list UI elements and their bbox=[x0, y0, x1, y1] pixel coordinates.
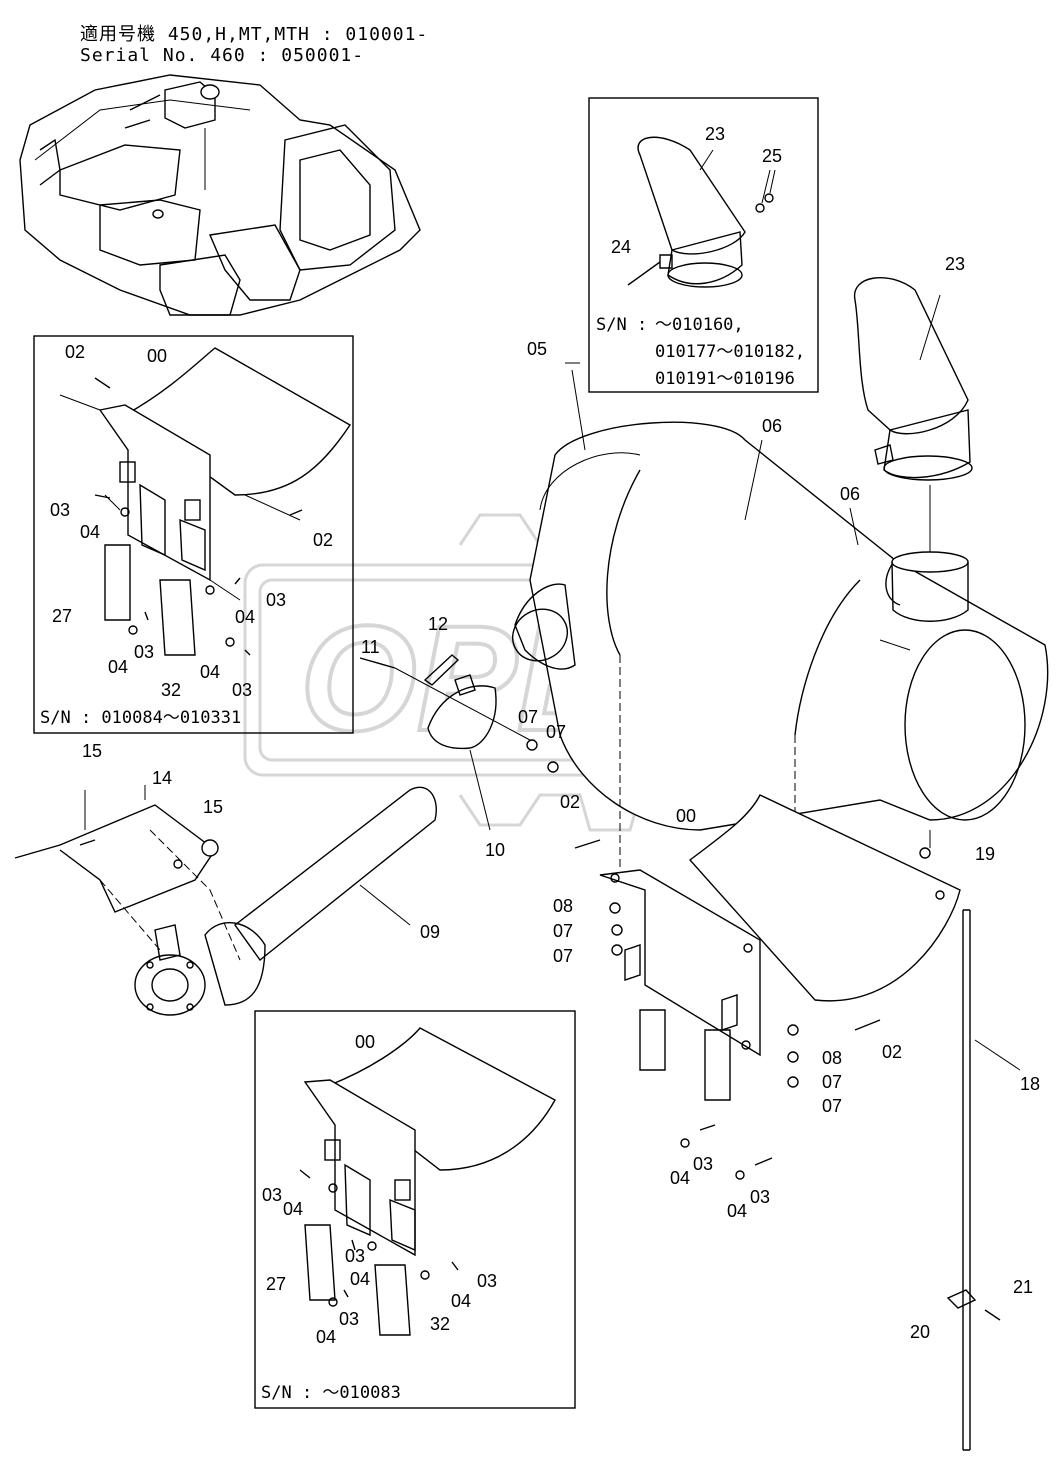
label-08-left: 08 bbox=[553, 896, 573, 916]
label-04-bracket-b: 04 bbox=[727, 1201, 747, 1221]
inset-top-right-sn-3: 010191～010196 bbox=[655, 369, 795, 389]
label-05: 05 bbox=[527, 339, 547, 359]
support-rod-18: 18 21 20 bbox=[910, 909, 1040, 1451]
label-04-inset-left-d: 04 bbox=[200, 662, 220, 682]
header-serial-number: Serial No. 460 : 050001- bbox=[80, 45, 365, 66]
label-03-inset-left-d: 03 bbox=[232, 680, 252, 700]
label-20: 20 bbox=[910, 1322, 930, 1342]
label-03-inset-left-b: 03 bbox=[266, 590, 286, 610]
label-12: 12 bbox=[428, 614, 448, 634]
label-04-inset-left-c: 04 bbox=[108, 657, 128, 677]
label-15-bottom: 15 bbox=[203, 797, 223, 817]
label-03-inset-bottom-a: 03 bbox=[262, 1185, 282, 1205]
label-23-inset: 23 bbox=[705, 124, 725, 144]
label-04-inset-left-b: 04 bbox=[235, 607, 255, 627]
muffler-bracket-00: 02 00 19 08 07 07 02 08 07 07 03 04 03 0… bbox=[553, 792, 995, 1221]
inset-bottom: 00 03 04 03 04 03 27 04 03 04 32 S/N : ～… bbox=[254, 1010, 576, 1409]
label-04-inset-bottom-d: 04 bbox=[316, 1327, 336, 1347]
label-02-inset-left-b: 02 bbox=[313, 530, 333, 550]
label-03-bracket-a: 03 bbox=[693, 1154, 713, 1174]
inset-top-right-sn-2: 010177～010182, bbox=[655, 342, 805, 362]
label-19: 19 bbox=[975, 844, 995, 864]
inset-top-right: 23 25 24 S/N : ～010160, 010177～010182, 0… bbox=[588, 97, 819, 393]
label-07-left-a: 07 bbox=[553, 921, 573, 941]
exhaust-pipe-09: 09 bbox=[134, 786, 440, 1016]
exhaust-elbow-23: 23 bbox=[854, 254, 973, 555]
label-08-right: 08 bbox=[822, 1048, 842, 1068]
label-04-bracket-a: 04 bbox=[670, 1168, 690, 1188]
label-21: 21 bbox=[1013, 1277, 1033, 1297]
label-03-inset-left-c: 03 bbox=[134, 642, 154, 662]
label-04-inset-bottom-b: 04 bbox=[350, 1269, 370, 1289]
muffler-05: 05 06 06 bbox=[527, 339, 1049, 970]
label-04-inset-left-a: 04 bbox=[80, 522, 100, 542]
label-02-bracket-top: 02 bbox=[560, 792, 580, 812]
label-11: 11 bbox=[361, 637, 380, 657]
label-18: 18 bbox=[1020, 1074, 1040, 1094]
label-02-inset-left-top: 02 bbox=[65, 342, 85, 362]
inset-bottom-sn: S/N : ～010083 bbox=[261, 1383, 401, 1403]
label-07-clamp-a: 07 bbox=[518, 707, 538, 727]
label-00-bracket: 00 bbox=[676, 806, 696, 826]
label-07-right-b: 07 bbox=[822, 1096, 842, 1116]
label-00-inset-left: 00 bbox=[147, 346, 167, 366]
label-03-inset-bottom-d: 03 bbox=[339, 1309, 359, 1329]
label-06-top: 06 bbox=[762, 416, 782, 436]
label-07-right-a: 07 bbox=[822, 1072, 842, 1092]
machine-overview-illustration bbox=[19, 74, 421, 316]
label-27-inset-bottom: 27 bbox=[266, 1274, 286, 1294]
label-03-inset-bottom-c: 03 bbox=[477, 1271, 497, 1291]
label-00-inset-bottom: 00 bbox=[355, 1032, 375, 1052]
label-06-right: 06 bbox=[840, 484, 860, 504]
label-03-bracket-b: 03 bbox=[750, 1187, 770, 1207]
inset-top-right-sn-1: ～010160, bbox=[655, 315, 744, 335]
label-02-bracket-right: 02 bbox=[882, 1042, 902, 1062]
label-15-top: 15 bbox=[82, 741, 102, 761]
label-27-inset-left: 27 bbox=[52, 606, 72, 626]
inset-left-sn: S/N : 010084～010331 bbox=[40, 708, 241, 728]
label-04-inset-bottom-a: 04 bbox=[283, 1199, 303, 1219]
label-09: 09 bbox=[420, 922, 440, 942]
label-03-inset-left-a: 03 bbox=[50, 500, 70, 520]
clamp-assembly-10: 11 12 07 07 10 bbox=[359, 583, 576, 860]
inset-top-right-sn-label: S/N : bbox=[596, 315, 647, 335]
label-04-inset-bottom-c: 04 bbox=[451, 1291, 471, 1311]
label-07-clamp-b: 07 bbox=[546, 722, 566, 742]
label-03-inset-bottom-b: 03 bbox=[345, 1246, 365, 1266]
label-25: 25 bbox=[762, 146, 782, 166]
label-24: 24 bbox=[611, 237, 631, 257]
label-14: 14 bbox=[152, 768, 172, 788]
heat-cover-14: 15 14 15 bbox=[14, 741, 241, 961]
label-32-inset-bottom: 32 bbox=[430, 1314, 450, 1334]
label-32-inset-left: 32 bbox=[161, 680, 181, 700]
label-10: 10 bbox=[485, 840, 505, 860]
label-23-main: 23 bbox=[945, 254, 965, 274]
header-applicable-models: 適用号機 450,H,MT,MTH : 010001- bbox=[80, 24, 429, 45]
label-07-left-b: 07 bbox=[553, 946, 573, 966]
inset-left: 02 00 03 04 02 03 27 04 04 03 04 32 03 S… bbox=[33, 335, 354, 734]
